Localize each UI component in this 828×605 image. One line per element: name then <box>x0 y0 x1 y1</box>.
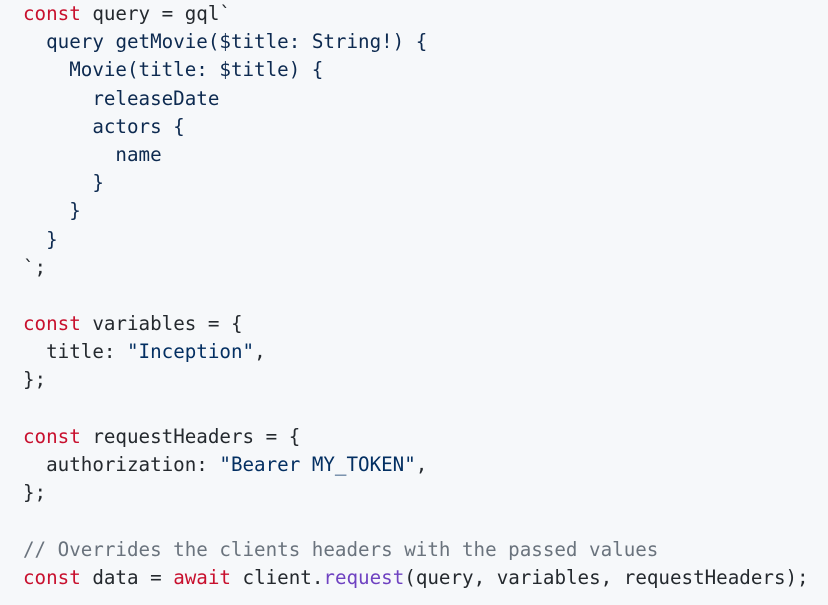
keyword-await: await <box>173 565 231 589</box>
string-bearer-token: "Bearer MY_TOKEN" <box>219 453 416 476</box>
property-authorization: authorization <box>46 453 197 476</box>
colon: : <box>196 453 220 476</box>
graphql-movie-field: Movie(title: $title) { <box>69 58 324 82</box>
comma: , <box>415 453 428 476</box>
graphql-name-field: name <box>115 142 162 166</box>
code-line-16: const requestHeaders = { <box>23 423 828 451</box>
code-listing: const query = gql` query getMovie($title… <box>23 0 828 592</box>
graphql-releasedate-field: releaseDate <box>92 86 220 110</box>
identifier-requestheaders: requestHeaders <box>92 424 255 448</box>
code-line-8: } <box>23 197 828 225</box>
identifier-client: client <box>242 565 312 589</box>
close-brace: } <box>92 171 104 195</box>
keyword-const: const <box>23 424 81 448</box>
identifier-data: data <box>92 565 139 589</box>
code-line-18: }; <box>23 479 828 507</box>
identifier-query: query <box>92 2 151 25</box>
code-line-20: // Overrides the clients headers with th… <box>23 536 828 564</box>
code-line-14: }; <box>23 366 828 394</box>
string-inception: "Inception" <box>126 340 255 364</box>
code-comment: // Overrides the clients headers with th… <box>23 537 659 561</box>
code-line-9: } <box>23 226 828 254</box>
graphql-query-keyword: query <box>46 30 104 54</box>
code-line-19 <box>23 507 828 535</box>
code-line-12: const variables = { <box>23 310 828 338</box>
identifier-gql: gql <box>184 2 220 25</box>
close-brace: } <box>69 199 81 223</box>
operator-assign: = <box>150 2 185 25</box>
keyword-const: const <box>23 565 81 589</box>
code-line-4: releaseDate <box>23 85 828 113</box>
close-brace: } <box>46 227 58 251</box>
comma: , <box>254 340 266 364</box>
code-line-10: `; <box>23 254 828 282</box>
code-line-11 <box>23 282 828 310</box>
colon: : <box>103 340 127 364</box>
property-title: title <box>46 340 104 364</box>
object-close: }; <box>23 368 47 392</box>
request-arguments: (query, variables, requestHeaders); <box>404 565 809 589</box>
code-line-1: const query = gql` <box>23 0 828 28</box>
graphql-operation-signature: getMovie($title: String!) { <box>115 30 428 54</box>
operator-assign: = <box>138 565 174 589</box>
template-open: ` <box>219 2 231 25</box>
code-line-5: actors { <box>23 113 828 141</box>
code-line-7: } <box>23 169 828 197</box>
code-line-17: authorization: "Bearer MY_TOKEN", <box>23 451 828 479</box>
code-line-2: query getMovie($title: String!) { <box>23 28 828 56</box>
dot: . <box>311 565 324 589</box>
object-close: }; <box>23 481 47 505</box>
operator-assign-open: = { <box>254 424 301 448</box>
keyword-const: const <box>23 2 81 25</box>
code-line-3: Movie(title: $title) { <box>23 56 828 84</box>
template-close: `; <box>23 255 47 279</box>
code-line-15 <box>23 395 828 423</box>
function-request: request <box>323 565 405 589</box>
graphql-actors-field: actors { <box>92 114 185 138</box>
keyword-const: const <box>23 312 81 336</box>
identifier-variables: variables <box>92 312 197 336</box>
code-line-21: const data = await client.request(query,… <box>23 564 828 592</box>
code-line-13: title: "Inception", <box>23 338 828 366</box>
code-line-6: name <box>23 141 828 169</box>
operator-assign-open: = { <box>196 312 243 336</box>
